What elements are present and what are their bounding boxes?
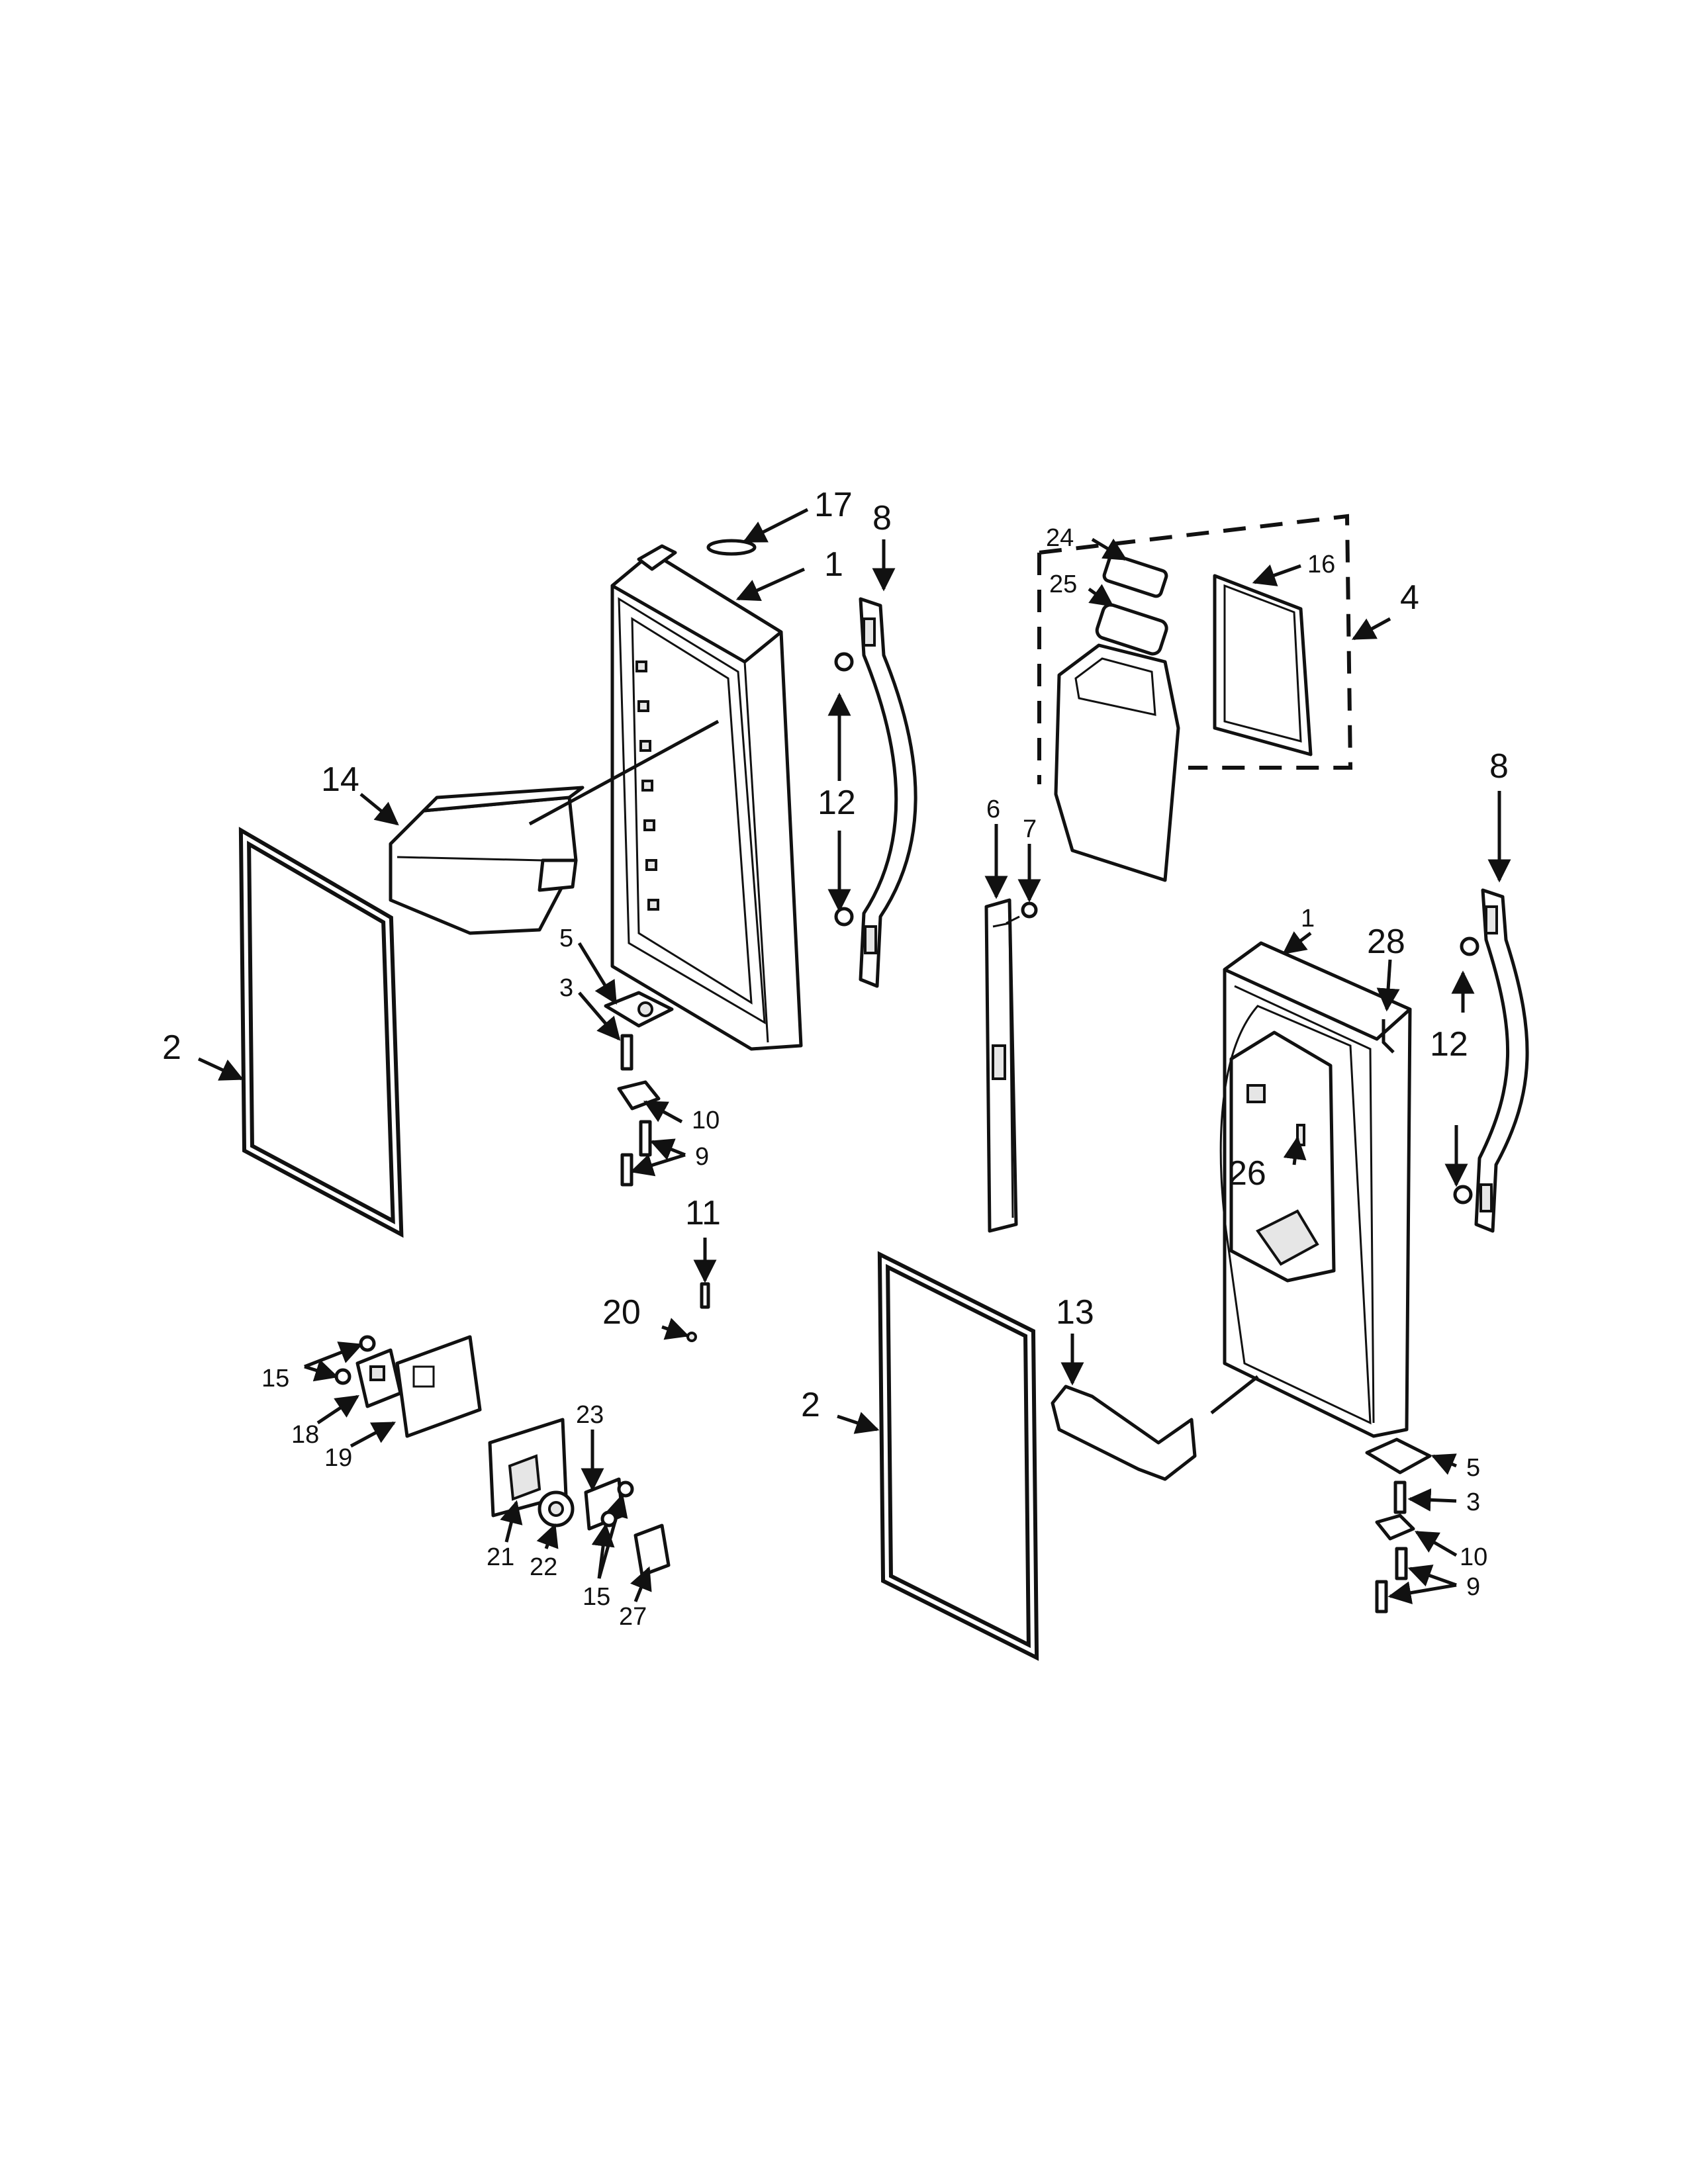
callout-21: 21 — [487, 1543, 514, 1571]
callout-22: 22 — [530, 1553, 557, 1581]
callout-2: 2 — [162, 1028, 181, 1067]
callout-5-right: 5 — [1466, 1454, 1480, 1482]
callout-3: 3 — [559, 974, 573, 1002]
left-hinge-parts — [604, 991, 674, 1187]
callout-10: 10 — [692, 1107, 720, 1134]
callout-9: 9 — [695, 1143, 709, 1171]
callout-3-right: 3 — [1466, 1488, 1480, 1516]
part-6-mullion — [984, 898, 1018, 1233]
part-11-and-20 — [686, 1282, 710, 1342]
callout-13: 13 — [1056, 1293, 1094, 1332]
part-7-screw — [1006, 901, 1038, 925]
callout-23: 23 — [576, 1401, 604, 1429]
part-28-tube — [1382, 1019, 1395, 1054]
part-12-handle-screws-right — [1444, 936, 1479, 1205]
part-2-left-door-gasket — [238, 827, 404, 1238]
callout-15-upper: 15 — [261, 1365, 289, 1392]
callout-17: 17 — [814, 486, 853, 524]
callout-18: 18 — [291, 1421, 319, 1449]
callout-7: 7 — [1023, 815, 1037, 843]
callout-1: 1 — [824, 545, 843, 584]
callout-2-right: 2 — [801, 1386, 820, 1424]
part-14-door-bin — [389, 719, 720, 935]
callout-24: 24 — [1046, 524, 1074, 552]
part-13-door-bin — [1051, 1385, 1197, 1481]
part-17-badge — [706, 539, 757, 556]
callout-6: 6 — [986, 796, 1000, 823]
part-8-right-handle — [1474, 888, 1529, 1233]
part-18-switch — [355, 1348, 402, 1408]
part-8-left-handle — [859, 597, 917, 988]
callout-16: 16 — [1307, 551, 1335, 578]
callout-12-right: 12 — [1430, 1025, 1468, 1064]
right-hinge-parts — [1365, 1437, 1432, 1614]
callout-labels: 17 1 8 12 14 2 5 3 10 9 24 25 16 4 6 7 8… — [162, 486, 1509, 1631]
callout-28: 28 — [1367, 923, 1405, 961]
left-door-liner — [610, 544, 803, 1051]
part-21-paddle — [488, 1418, 568, 1518]
callout-12: 12 — [818, 784, 856, 822]
callout-20: 20 — [602, 1293, 641, 1332]
part-22-actuator — [538, 1490, 575, 1527]
part-4-assembly — [1037, 514, 1353, 882]
callout-9-right: 9 — [1466, 1573, 1480, 1601]
part-27-cover — [633, 1524, 671, 1577]
callout-27: 27 — [619, 1603, 647, 1631]
callout-1-right: 1 — [1301, 905, 1315, 933]
callout-8-right: 8 — [1489, 747, 1509, 786]
callout-15-lower: 15 — [583, 1583, 610, 1611]
part-19-cover-plate — [395, 1335, 482, 1438]
callout-4: 4 — [1400, 578, 1419, 617]
part-2-right-door-gasket — [877, 1251, 1039, 1661]
callout-8: 8 — [872, 499, 892, 537]
callout-25: 25 — [1049, 570, 1077, 598]
callout-19: 19 — [324, 1444, 352, 1472]
callout-26: 26 — [1228, 1154, 1266, 1193]
callout-leaders — [197, 508, 1511, 1604]
callout-11: 11 — [685, 1194, 721, 1232]
callout-10-right: 10 — [1460, 1543, 1487, 1571]
right-door-liner — [1210, 941, 1412, 1438]
part-12-handle-screws-left — [827, 652, 854, 927]
callout-14: 14 — [321, 760, 359, 799]
callout-5: 5 — [559, 925, 573, 952]
